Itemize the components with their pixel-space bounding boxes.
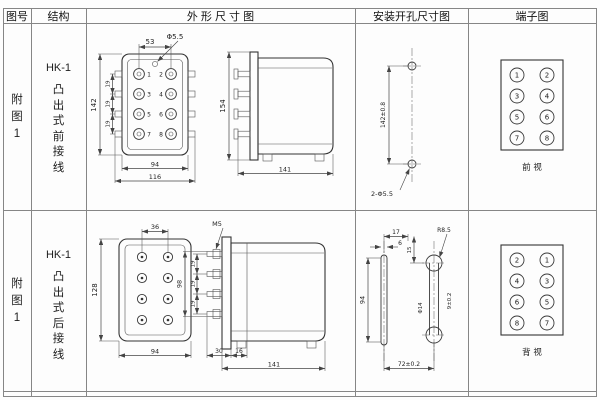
terminal-no-4: 4 bbox=[159, 91, 163, 98]
dim-19c-label: 19 bbox=[106, 120, 112, 127]
dim-19a-label: 19 bbox=[106, 80, 112, 87]
header-fig-no: 图号 bbox=[6, 10, 28, 23]
term4: 4 bbox=[545, 93, 550, 101]
row1-side-dims: 154 141 bbox=[219, 51, 334, 176]
row1-mounting-drawing: 142±0.8 2-Φ5.5 bbox=[371, 48, 421, 198]
dim-19d-label: 19 bbox=[191, 260, 197, 267]
row2-model: HK-1 bbox=[45, 249, 72, 261]
row1-fig-no-cell: 附图1 bbox=[3, 24, 31, 210]
dim-19b-label: 19 bbox=[106, 100, 112, 107]
dim-r85-label: R8.5 bbox=[437, 227, 451, 234]
row2-side-view bbox=[206, 236, 326, 350]
row1-outline-drawing: 1 2 3 4 5 6 7 8 53 Φ5.5 142 19 19 19 bbox=[90, 33, 334, 184]
term8: 8 bbox=[545, 135, 549, 143]
row2-side-dims: M5 19 19 19 98 30 16 141 bbox=[176, 220, 326, 371]
terminal-no-6: 6 bbox=[159, 111, 163, 118]
term6: 6 bbox=[545, 114, 550, 122]
dim-dia14-label: Φ14 bbox=[418, 302, 424, 314]
front-view-label: 前 视 bbox=[522, 162, 542, 173]
dim-16-label: 16 bbox=[235, 348, 243, 355]
dim-141-label: 141 bbox=[279, 166, 291, 174]
header-mounting: 安装开孔尺寸图 bbox=[373, 10, 450, 23]
header-outline: 外 形 尺 寸 图 bbox=[186, 10, 255, 23]
dim-hole-label: Φ5.5 bbox=[167, 33, 184, 41]
dim-72-label: 72±0.2 bbox=[398, 361, 420, 368]
dim-94c-label: 94 bbox=[359, 296, 367, 304]
dim-128-label: 128 bbox=[91, 283, 99, 296]
row2-fig-no: 附图1 bbox=[11, 277, 23, 324]
dim-53-label: 53 bbox=[146, 38, 155, 46]
terminal-no-5: 5 bbox=[147, 111, 151, 118]
terminal-no-8: 8 bbox=[159, 131, 163, 138]
row1-model: HK-1 bbox=[45, 62, 72, 74]
row2-structure-text: 凸出式后接线 bbox=[52, 271, 65, 361]
row2-terminal-diagram: 2 1 4 3 6 5 8 7 背 视 bbox=[500, 244, 564, 358]
term-b8: 7 bbox=[545, 320, 549, 328]
dim-m5-label: M5 bbox=[212, 220, 222, 228]
dim-116-label: 116 bbox=[149, 173, 161, 181]
row2-front-view bbox=[118, 238, 192, 342]
terminal-no-1: 1 bbox=[147, 71, 151, 78]
term-b5: 6 bbox=[515, 299, 520, 307]
dim-2holes-label: 2-Φ5.5 bbox=[371, 190, 393, 198]
dim-30-label: 30 bbox=[215, 348, 223, 355]
dim-slotw-label: 9±0.2 bbox=[447, 293, 453, 310]
row1-fig-no: 附图1 bbox=[11, 93, 23, 140]
header-terminal: 端子图 bbox=[515, 10, 549, 23]
row1-structure-cell: HK-1 凸出式前接线 bbox=[31, 24, 86, 248]
dim-6-label: 6 bbox=[398, 240, 402, 247]
row2-front-dims: 36 128 94 bbox=[91, 223, 192, 358]
row1-terminal-diagram: 1 2 3 4 5 6 7 8 前 视 bbox=[500, 59, 564, 173]
dim-36-label: 36 bbox=[151, 223, 159, 231]
terminal-no-3: 3 bbox=[147, 91, 151, 98]
row1-front-view: 1 2 3 4 5 6 7 8 bbox=[114, 53, 196, 156]
row2-fig-no-cell: 附图1 bbox=[3, 211, 31, 391]
dim-19e-label: 19 bbox=[191, 280, 197, 287]
row2-outline-drawing: 36 128 94 M5 bbox=[91, 220, 326, 371]
term2: 2 bbox=[545, 72, 549, 80]
dim-94b-label: 94 bbox=[151, 348, 159, 356]
dim-98-label: 98 bbox=[176, 280, 184, 288]
term7: 7 bbox=[515, 135, 519, 143]
term-b3: 4 bbox=[515, 278, 520, 286]
dim-17-label: 17 bbox=[392, 229, 400, 236]
row1-side-view bbox=[233, 51, 334, 162]
back-view-label: 背 视 bbox=[522, 347, 542, 358]
dim-154-label: 154 bbox=[219, 99, 227, 113]
dim-94-label: 94 bbox=[151, 161, 159, 169]
dim-19f-label: 19 bbox=[191, 300, 197, 307]
term-b7: 8 bbox=[515, 320, 519, 328]
row2-structure-cell: HK-1 凸出式后接线 bbox=[31, 211, 86, 400]
term-b2: 1 bbox=[545, 257, 549, 265]
terminal-no-7: 7 bbox=[147, 131, 151, 138]
term-b6: 5 bbox=[545, 299, 549, 307]
dim-142-label: 142 bbox=[90, 98, 98, 111]
terminal-no-2: 2 bbox=[159, 71, 163, 78]
row2-mounting-dims: 94 17 6 15 R8.5 9±0.2 Φ14 72±0.2 bbox=[359, 227, 453, 371]
dim-15-label: 15 bbox=[407, 246, 413, 253]
term5: 5 bbox=[515, 114, 519, 122]
row2-mounting-drawing: 94 17 6 15 R8.5 9±0.2 Φ14 72±0.2 bbox=[359, 227, 453, 371]
term1: 1 bbox=[515, 72, 519, 80]
dim-141b-label: 141 bbox=[268, 361, 280, 369]
row1-front-dims: 53 Φ5.5 142 19 19 19 94 116 bbox=[90, 33, 196, 184]
term-b4: 3 bbox=[545, 278, 549, 286]
header-structure: 结构 bbox=[47, 10, 70, 23]
term3: 3 bbox=[515, 93, 519, 101]
row1-structure-text: 凸出式前接线 bbox=[52, 84, 65, 174]
dim-142tol-label: 142±0.8 bbox=[380, 102, 387, 128]
term-b1: 2 bbox=[515, 257, 519, 265]
